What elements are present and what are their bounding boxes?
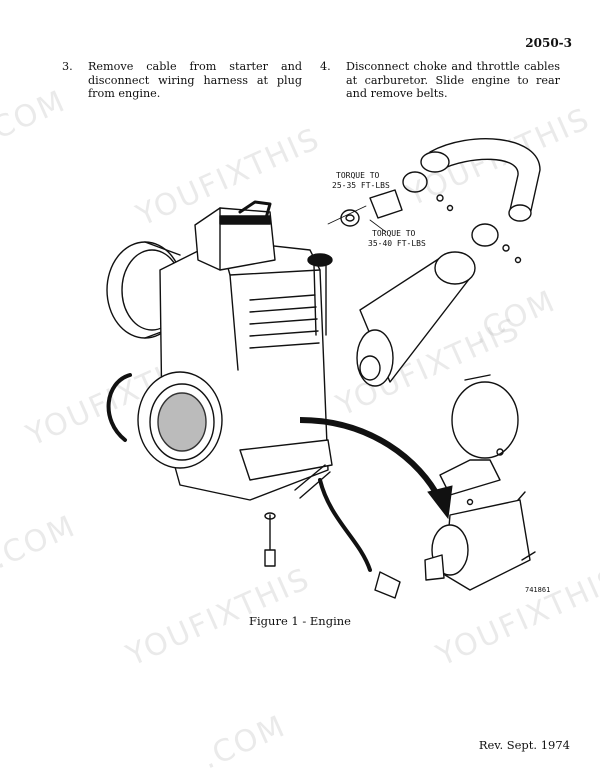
- engine-block: [137, 200, 333, 501]
- torque-callout-2-line1: TORQUE TO: [372, 229, 416, 238]
- drawing-id: 741861: [525, 586, 550, 594]
- step-number: 3.: [62, 60, 73, 73]
- step-3: 3. Remove cable from starter and disconn…: [62, 60, 302, 101]
- muffler-fittings: [340, 189, 403, 227]
- torque-callout-1-line2: 25-35 FT-LBS: [332, 181, 390, 190]
- engine-exploded-diagram: TORQUE TO 25-35 FT-LBS TORQUE TO 35-40 F…: [106, 138, 550, 599]
- exhaust-pipe: [420, 138, 541, 222]
- page-number: 2050-3: [525, 36, 572, 50]
- revision-date: Rev. Sept. 1974: [478, 738, 570, 752]
- hoses: [106, 373, 372, 572]
- oil-fittings: [294, 464, 401, 599]
- step-4: 4. Disconnect choke and throttle cables …: [320, 60, 560, 101]
- step-text: Remove cable from starter and disconnect…: [88, 60, 302, 100]
- torque-callout-2-line2: 35-40 FT-LBS: [368, 239, 426, 248]
- muffler: [356, 251, 476, 387]
- step-number: 4.: [320, 60, 331, 73]
- watermark: .COM: [196, 708, 292, 776]
- figure-caption: Figure 1 - Engine: [249, 614, 351, 628]
- starter-motor: [424, 491, 536, 591]
- removal-arrow: [299, 417, 453, 520]
- mounting-bolt: [264, 512, 276, 567]
- torque-callout-1-line1: TORQUE TO: [336, 171, 380, 180]
- muffler-bracket: [439, 374, 519, 506]
- clamps: [402, 171, 522, 264]
- leader-lines: [327, 205, 387, 233]
- step-text: Disconnect choke and throttle cables at …: [346, 60, 560, 100]
- dipstick-tube: [307, 253, 333, 336]
- watermark: .COM: [0, 83, 72, 152]
